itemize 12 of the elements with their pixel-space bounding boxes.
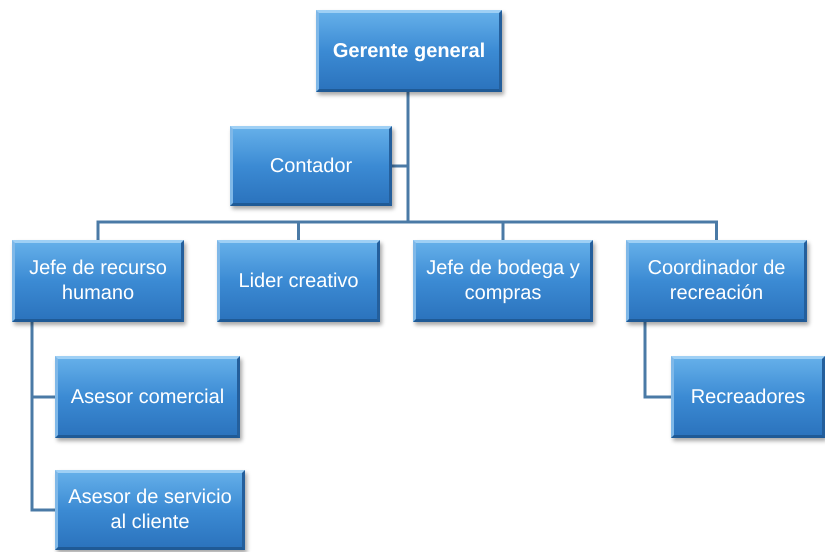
role-box: Coordinador de recreación [626,240,807,322]
role-box: Contador [230,126,392,206]
role-box: Recreadores [671,356,825,438]
connector-line [406,92,718,240]
connector-line [30,322,55,512]
role-box: Asesor de servicio al cliente [55,470,245,550]
role-box: Asesor comercial [55,356,240,438]
connector-line [644,322,671,398]
role-box: Jefe de bodega y compras [413,240,593,322]
role-box: Jefe de recurso humano [12,240,184,322]
role-box: Gerente general [316,10,502,92]
role-box: Lider creativo [217,240,380,322]
